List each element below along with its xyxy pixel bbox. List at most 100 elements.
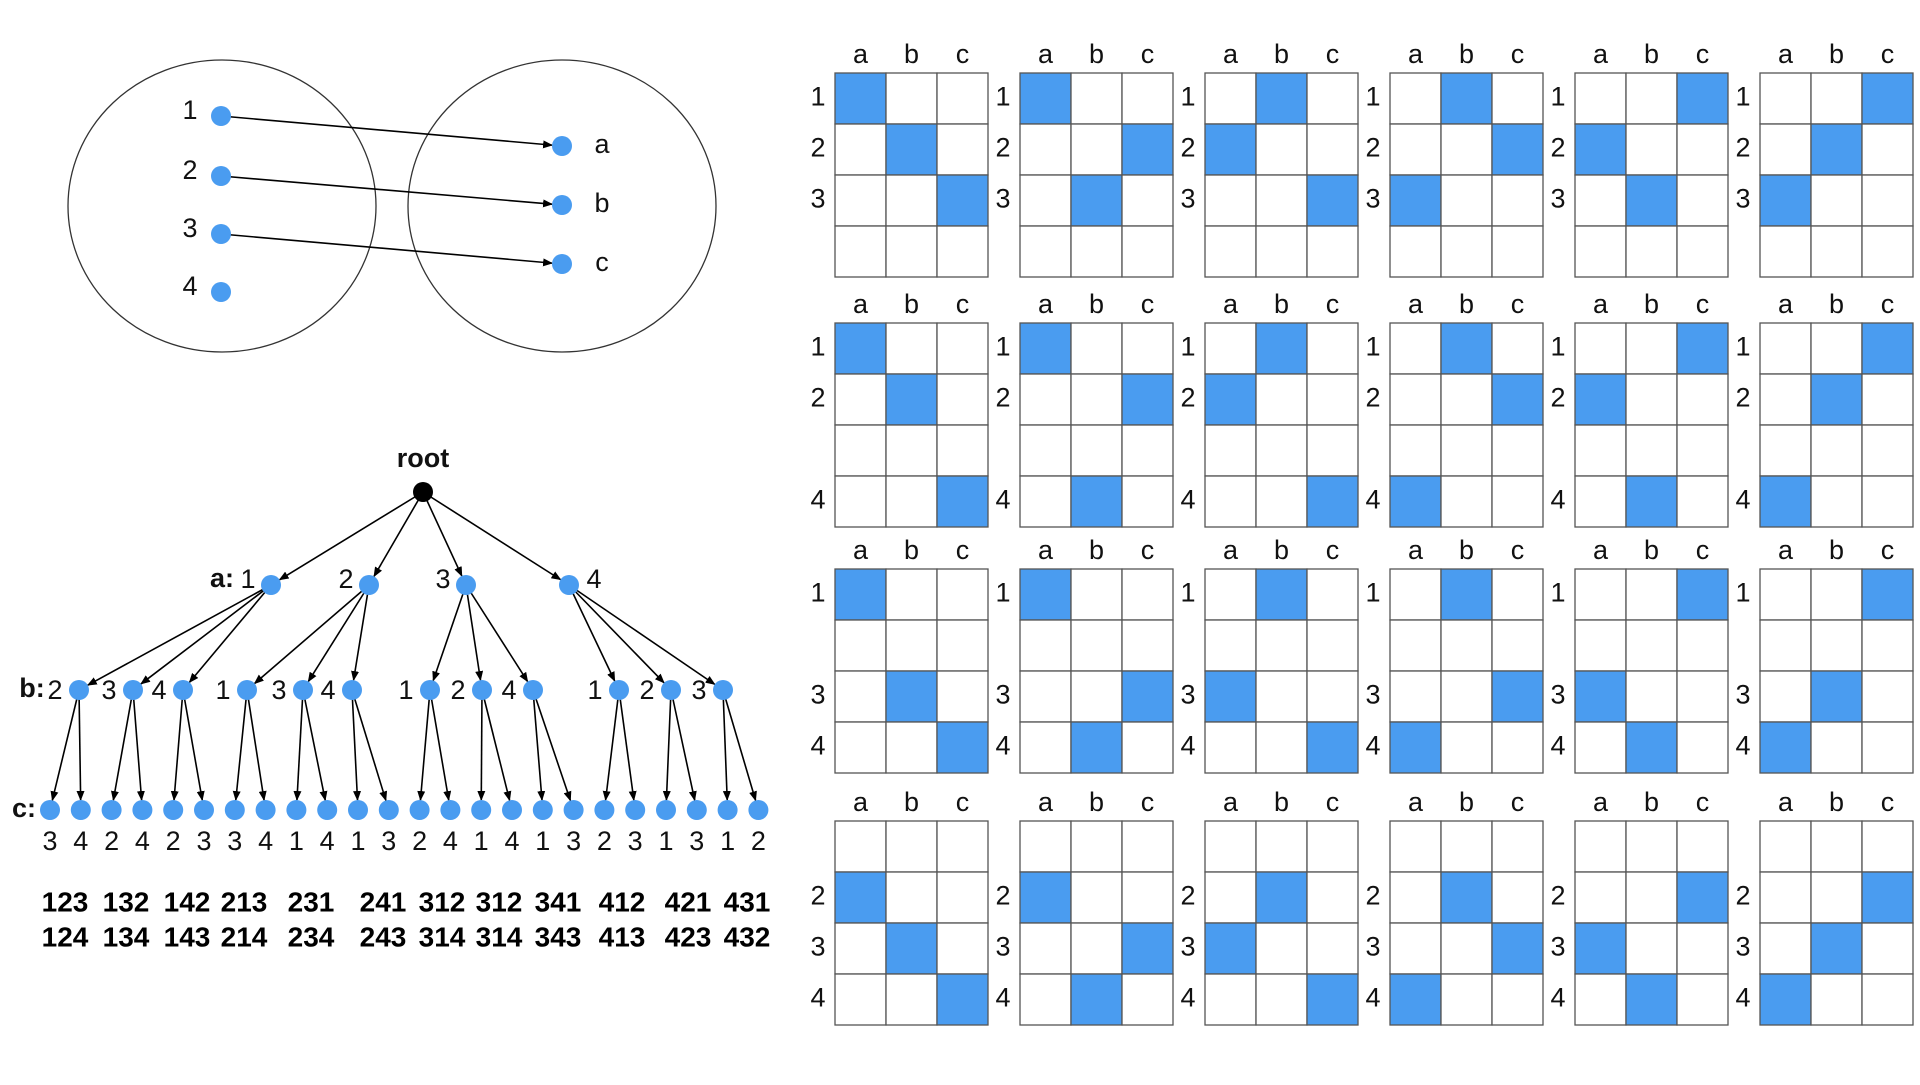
tree-level-label-b: b: [19,673,44,703]
tree-node-12 [69,680,89,700]
tree-edge-43-1 [722,689,731,802]
grid-cell-empty [1676,721,1729,774]
permutation-243: 243 [360,921,407,952]
grid-cell-empty [1204,225,1257,278]
grid-cell-empty [834,721,887,774]
tree-node-label-1: 1 [240,564,255,594]
tree-edge-13-2 [110,689,134,802]
grid-row-label-1: 1 [1550,332,1565,362]
tree-leaf-node [194,800,214,820]
grid-cell-empty [1759,820,1812,873]
tree-node-21 [237,680,257,700]
grid-cell-empty [1810,174,1863,227]
grid-cell-empty [1676,922,1729,975]
grid-col-label-a: a [1408,39,1424,69]
tree-node-42 [661,680,681,700]
grid-cell-empty [885,721,938,774]
grid-cell-empty [1255,922,1308,975]
permutation-312: 312 [419,886,466,917]
grid-cell-empty [1019,670,1072,723]
grid-cell-empty [1759,424,1812,477]
grid-cell-empty [1676,670,1729,723]
grid-col-label-a: a [1408,787,1424,817]
grid-cell-empty [1255,721,1308,774]
grid-cell-empty [1440,174,1493,227]
grid-row-label-3: 3 [810,184,825,214]
tree-node-14 [173,680,193,700]
tree-leaf-label: 3 [42,826,57,856]
permutation-231: 231 [288,886,335,917]
grid-col-label-b: b [1274,535,1289,565]
grid-cell-empty [1491,72,1544,125]
tree-leaf-label: 1 [289,826,304,856]
grid-cell-empty [834,174,887,227]
codomain-set-ellipse [407,59,717,353]
grid-cell-empty [1861,670,1914,723]
grid-cell-empty [834,619,887,672]
grid-cell-filled [885,123,938,176]
tree-edge-12-4 [76,689,85,802]
grid-cell-empty [936,871,989,924]
grid-cell-empty [1625,619,1678,672]
tree-leaf-node [348,800,368,820]
grid-cell-empty [1121,225,1174,278]
codomain-node-b [552,195,572,215]
tree-leaf-label: 3 [227,826,242,856]
grid-cell-empty [1306,123,1359,176]
codomain-node-a [552,136,572,156]
tree-leaf-node [440,800,461,820]
tree-edge-13-4 [132,689,145,802]
grid-row-label-4: 4 [1735,485,1750,515]
tree-leaf-label: 4 [73,826,88,856]
grid-col-label-c: c [1141,289,1155,319]
grid-col-label-c: c [1881,39,1895,69]
grid-col-label-b: b [1089,535,1104,565]
grid-cell-filled [1810,670,1863,723]
grid-cell-empty [1255,225,1308,278]
tree-edge-24-1 [351,689,362,802]
grid-row-label-3: 3 [1180,680,1195,710]
grid-col-label-b: b [1644,787,1659,817]
grid-row-label-2: 2 [1180,383,1195,413]
grid-cell-filled [1121,373,1174,426]
grid-cell-empty [1810,568,1863,621]
grid-cell-empty [1019,721,1072,774]
grid-row-label-1: 1 [1180,82,1195,112]
grid-cell-empty [1306,72,1359,125]
grid-cell-empty [1810,619,1863,672]
tree-edge-2-1 [253,584,370,685]
grid-col-label-a: a [1223,39,1239,69]
grid-cell-empty [1204,820,1257,873]
grid-cell-empty [1861,973,1914,1026]
grid-cell-empty [1810,475,1863,528]
tree-leaf-node [40,800,60,820]
grid-cell-empty [1491,174,1544,227]
grid-cell-empty [1759,123,1812,176]
permutation-234: 234 [288,921,335,952]
grid-cell-empty [1306,322,1359,375]
tree-leaf-label: 2 [104,826,119,856]
tree-leaf-node [255,800,276,820]
grid-cell-filled [1121,123,1174,176]
grid-cell-filled [1306,475,1359,528]
grid-cell-empty [1491,568,1544,621]
tree-edge-1-3 [140,584,272,685]
grid-cell-empty [1204,322,1257,375]
grid-col-label-b: b [1459,535,1474,565]
grid-row-label-3: 3 [1180,184,1195,214]
tree-node-31 [420,680,440,700]
tree-leaf-node [563,800,584,820]
grid-col-label-a: a [1223,787,1239,817]
grid-row-label-3: 3 [810,680,825,710]
permutation-343: 343 [535,921,582,952]
grid-row-label-2: 2 [995,881,1010,911]
domain-label-2: 2 [182,155,197,185]
permutation-432: 432 [724,921,771,952]
grid-col-label-a: a [853,289,869,319]
grid-cell-filled [1204,123,1257,176]
